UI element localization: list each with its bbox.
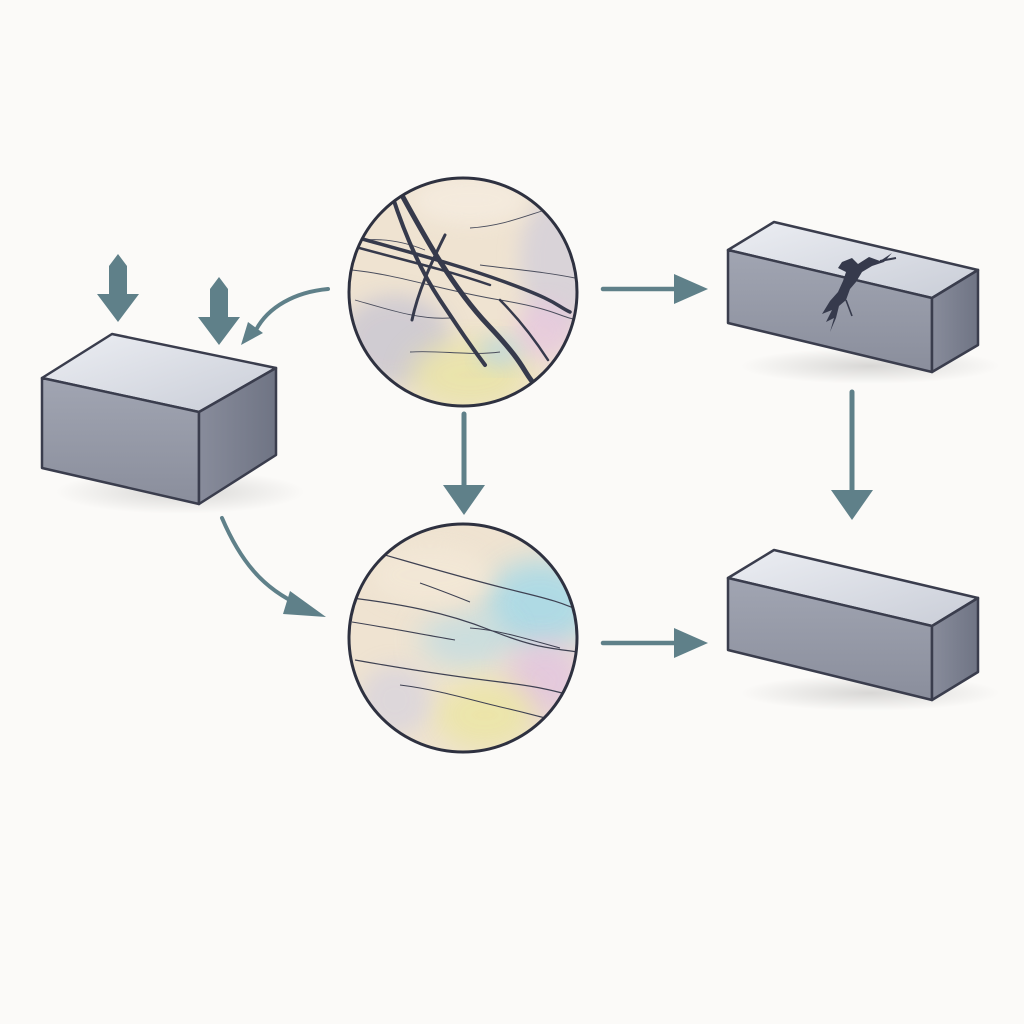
cracked-block-icon xyxy=(726,220,1000,384)
arrow-to-cracked-block-icon xyxy=(600,274,708,304)
arrow-fine-cracks-to-intact-icon xyxy=(600,628,708,658)
intact-block-icon xyxy=(726,548,1000,711)
arrow-to-intact-block-icon xyxy=(831,389,873,520)
arrow-to-loaded-block-icon xyxy=(241,287,330,345)
arrow-block-to-fine-cracks-icon xyxy=(220,516,326,617)
load-arrow-right-icon xyxy=(198,277,240,345)
load-arrow-left-icon xyxy=(97,254,139,322)
fracture-icon xyxy=(822,253,897,332)
microstructure-heavy-cracks-icon xyxy=(347,176,579,408)
microstructure-fine-cracks-icon xyxy=(347,522,579,754)
arrow-to-fine-cracks-icon xyxy=(443,411,485,515)
loaded-block-icon xyxy=(40,332,305,514)
